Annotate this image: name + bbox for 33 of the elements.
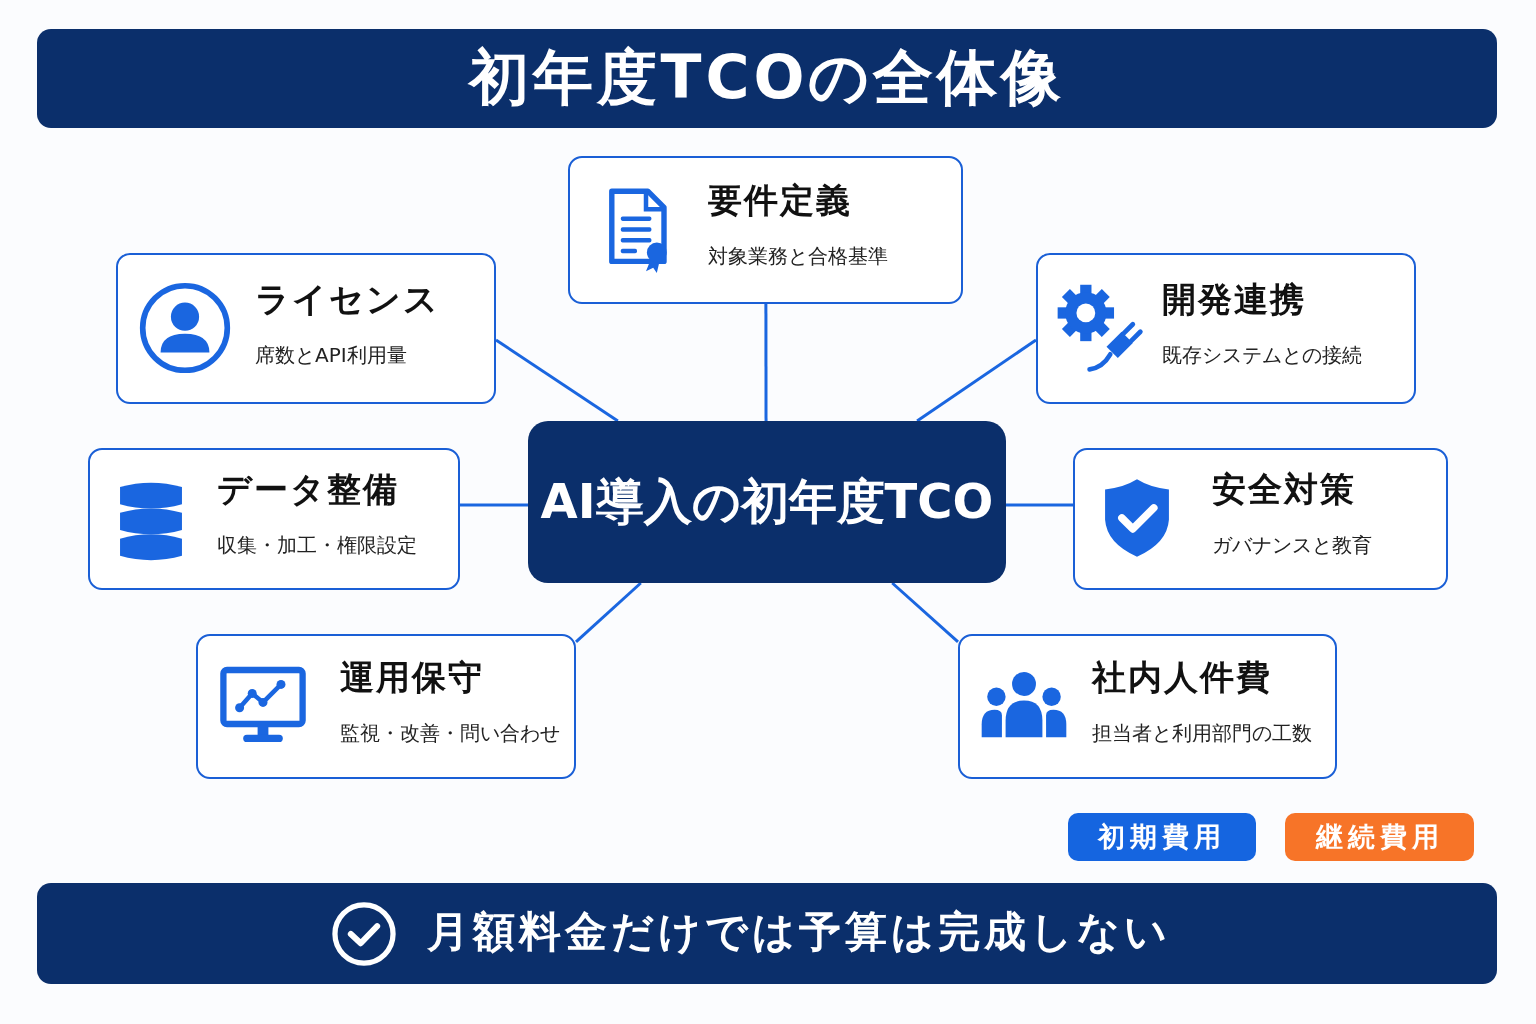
- category-card: [568, 156, 963, 304]
- card-subtitle: 席数とAPI利用量: [255, 342, 407, 367]
- title-banner: 初年度TCOの全体像: [37, 29, 1497, 128]
- card-heading: 開発連携: [1162, 278, 1306, 320]
- connector-line: [495, 338, 619, 423]
- card-heading: 運用保守: [340, 656, 484, 698]
- connector-line: [460, 503, 528, 507]
- connector-line: [1006, 503, 1073, 507]
- card-subtitle: 監視・改善・問い合わせ: [340, 720, 560, 745]
- card-heading: 社内人件費: [1092, 656, 1272, 698]
- connector-line: [891, 581, 959, 644]
- category-card: [958, 634, 1337, 779]
- card-subtitle: 収集・加工・権限設定: [217, 533, 417, 557]
- card-heading: 安全対策: [1212, 469, 1356, 510]
- connector-line: [916, 338, 1037, 423]
- connector-line: [575, 581, 642, 644]
- card-heading: ライセンス: [255, 278, 440, 320]
- card-subtitle: 担当者と利用部門の工数: [1092, 720, 1312, 745]
- category-card: [196, 634, 576, 779]
- category-card: [1073, 448, 1448, 590]
- card-heading: 要件定義: [708, 180, 852, 221]
- caption-text: 月額料金だけでは予算は完成しない: [427, 907, 1171, 958]
- center-box: AI導入の初年度TCO: [528, 421, 1006, 583]
- connector-line: [764, 304, 768, 421]
- card-heading: データ整備: [217, 469, 399, 510]
- legend-badge: 継続費用: [1285, 813, 1474, 861]
- category-card: [116, 253, 496, 404]
- card-subtitle: 対象業務と合格基準: [708, 244, 888, 268]
- legend-badge: 初期費用: [1068, 813, 1256, 861]
- card-subtitle: 既存システムとの接続: [1162, 342, 1362, 367]
- card-subtitle: ガバナンスと教育: [1212, 533, 1372, 557]
- category-card: [1036, 253, 1416, 404]
- category-card: [88, 448, 460, 590]
